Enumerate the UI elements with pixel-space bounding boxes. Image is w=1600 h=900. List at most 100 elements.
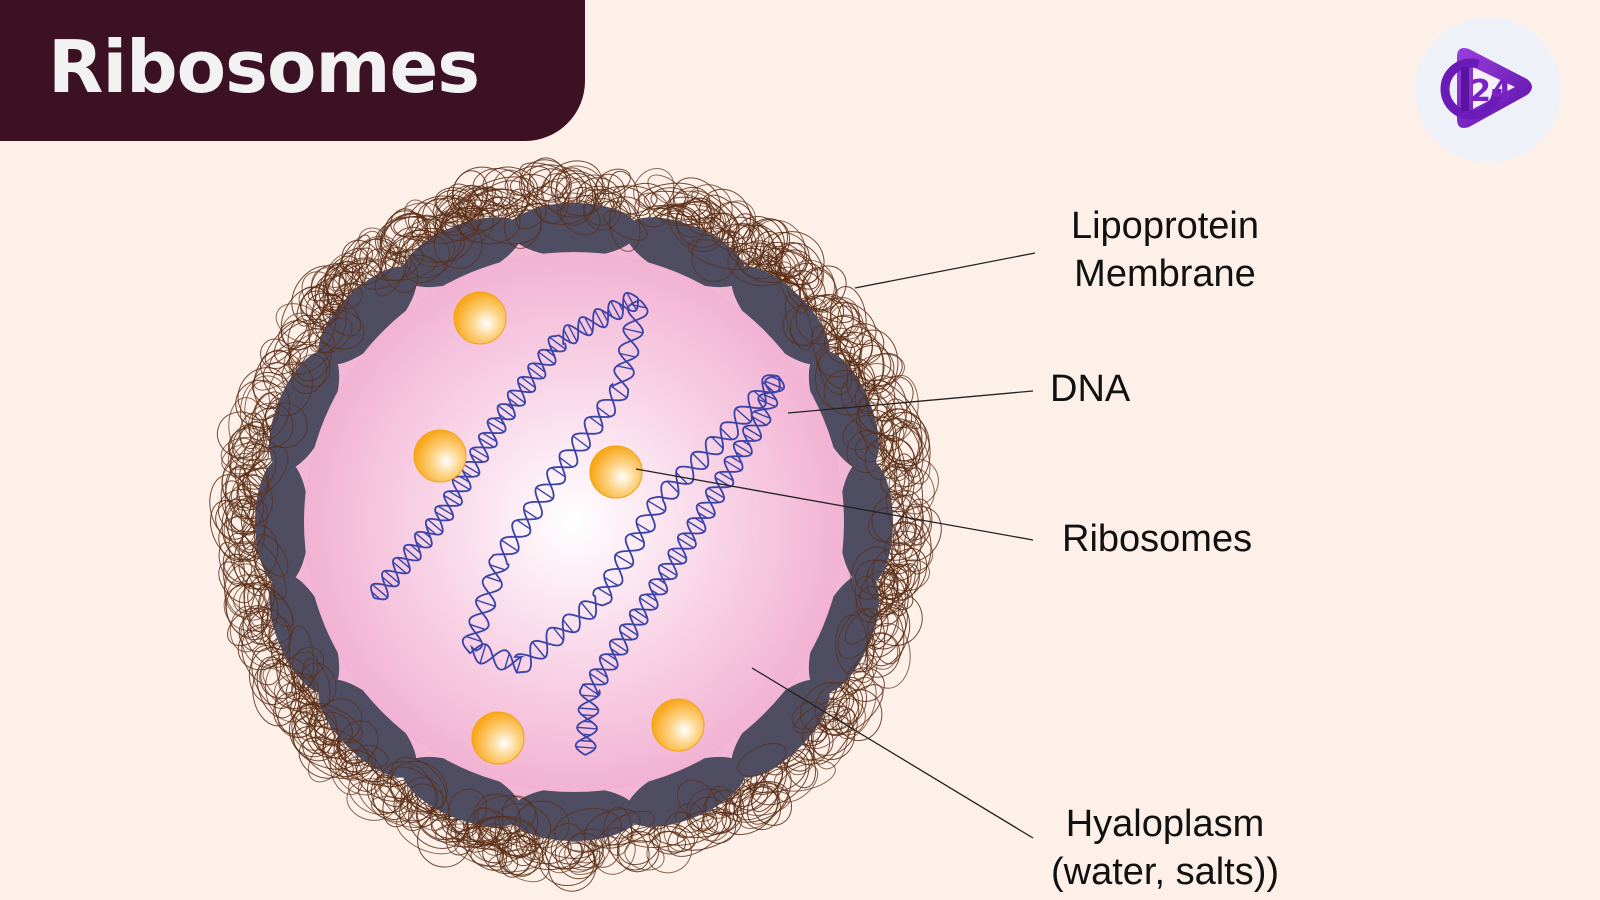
dna-strands [370,292,786,756]
membrane-segment [318,679,417,778]
dna-rung [649,580,668,593]
dna-rung [733,442,752,455]
fiber-loop [866,559,895,601]
fiber-loop [314,309,365,350]
fiber-loop [703,789,741,819]
fiber-loop [867,610,899,643]
fiber-loop [268,361,313,417]
fiber-loop [283,331,335,375]
fiber-loop [686,788,727,830]
dna-rung [752,416,767,426]
dna-rung [545,349,555,357]
fiber-loop [818,346,853,396]
fiber-loop [751,760,788,813]
dna-rung [724,459,742,471]
fiber-loop [837,608,877,660]
dna-rung [607,653,617,661]
fiber-loop [782,305,825,347]
fiber-loop [333,282,363,309]
dna-rung [639,597,657,610]
dna-rung [493,417,505,426]
dna-rung [687,520,705,533]
fiber-loop [728,766,783,816]
dna-rung [601,309,609,322]
dna-rung [572,435,590,449]
dna-rung [471,447,489,459]
fiber-loop [634,192,670,228]
membrane-segment [510,203,638,257]
fiber-loop [299,662,337,708]
dna-rung [610,300,621,320]
dna-rung [720,427,733,440]
fiber-loop [310,267,350,316]
dna-rung [743,433,756,442]
dna-rung [636,522,651,533]
dna-rung [487,421,505,433]
fiber-loop [864,384,896,422]
dna-rung [392,561,407,574]
fiber-loop [633,168,675,211]
fiber-loop [803,269,838,313]
fiber-loop [239,421,272,454]
fiber-loop [225,574,279,641]
fiber-loop [240,375,290,441]
fiber-loop [209,474,254,540]
dna-rung [531,641,546,658]
fiber-loop [675,197,727,248]
fiber-loop [844,607,879,645]
dna-rung [597,587,612,597]
fiber-loop [853,654,878,684]
fiber-loop [335,749,385,796]
fiber-loop [389,760,448,815]
svg-text:24: 24 [1470,74,1512,109]
dna-rung [465,635,482,643]
fiber-loop [223,584,270,632]
ribosome [651,698,705,752]
dna-rung [610,640,628,653]
leader-lines [635,252,1036,839]
dna-rung [675,472,688,485]
fiber-loop [592,827,636,875]
dna-rung [599,656,617,669]
fiber-loop [300,285,340,330]
fiber-loop [307,293,347,353]
dna-rung [623,327,644,334]
fiber-loop [892,522,916,568]
fiber-loop [314,726,374,775]
dna-rung [771,376,782,382]
fiber-loop [221,452,270,511]
fiber-loop [310,711,353,754]
fiber-loop [823,327,862,364]
dna-rung [567,324,578,342]
fiber-loop [535,181,570,225]
fiber-loop [612,186,651,217]
fiber-loop [501,841,532,875]
dna-rung [582,684,599,695]
dna-rung [435,511,450,521]
dna-rung [629,533,645,544]
fiber-loop [820,296,860,339]
fiber-loop [624,840,665,871]
dna-rung [610,648,621,656]
fiber-loop [812,703,849,770]
dna-rung [577,726,598,730]
dna-rung [730,455,742,464]
fiber-loop [381,202,443,253]
leader-line-dna [787,390,1034,414]
dna-backbone [468,299,781,674]
fiber-loop [307,739,347,783]
fiber-loop [278,320,311,350]
dna-rung [666,480,680,494]
dna-rung [509,390,526,404]
fiber-loop [442,210,485,236]
dna-rung [485,576,502,583]
fiber-loop [736,785,780,829]
dna-rung [489,564,506,571]
brand-logo: 24 [1415,17,1561,163]
label-ribosomes: Ribosomes [1062,515,1252,563]
membrane-segment [625,756,746,827]
fiber-loop [542,823,586,874]
fiber-loop [228,397,268,462]
fiber-loop [582,188,622,231]
fiber-loop [532,177,597,225]
